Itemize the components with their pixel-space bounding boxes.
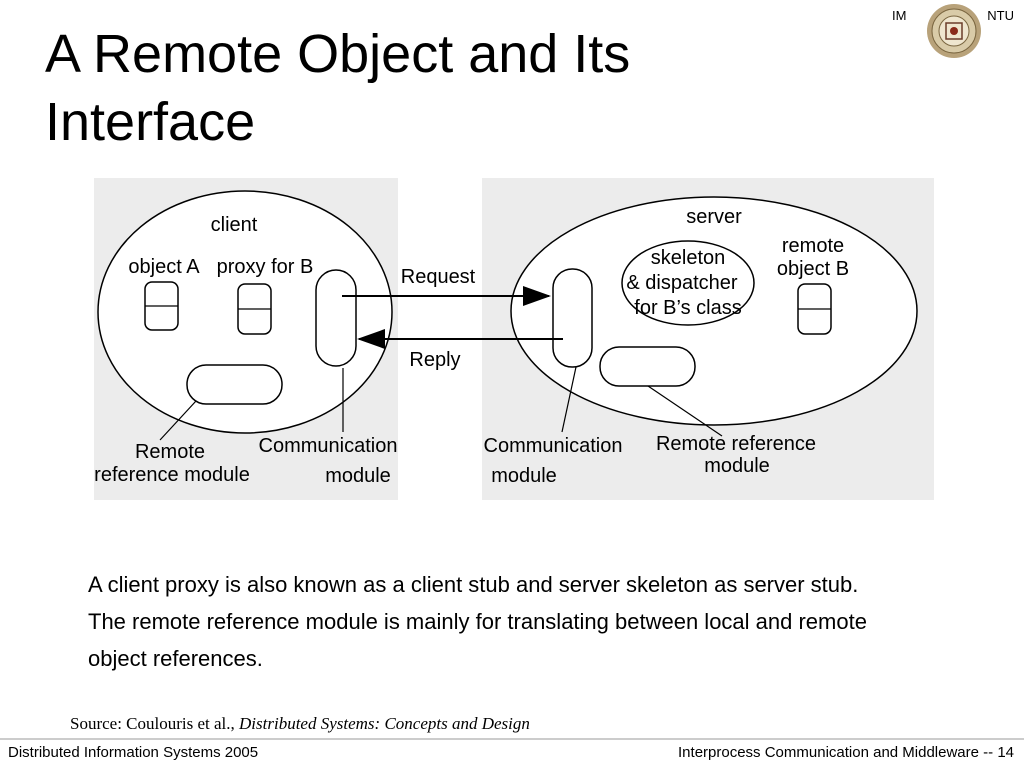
caption-line-2: The remote reference module is mainly fo…: [88, 609, 867, 634]
title-line-2: Interface: [45, 92, 256, 152]
skeleton-label-line2: & dispatcher: [626, 272, 738, 294]
client-rrm-label-line1: Remote: [135, 441, 205, 463]
source-citation: Source: Coulouris et al., Distributed Sy…: [70, 714, 530, 734]
footer-divider: [0, 738, 1024, 740]
client-comm-label-line2: module: [325, 465, 391, 487]
server-rrm-label-line2: module: [704, 455, 770, 477]
proxy-b-label: proxy for B: [217, 256, 314, 278]
server-label: server: [686, 206, 742, 228]
slide-caption: A client proxy is also known as a client…: [88, 566, 1008, 677]
server-communication-module-shape: [552, 268, 593, 368]
university-seal-icon: [927, 4, 981, 58]
remote-object-b-label-line2: object B: [777, 258, 849, 280]
header-badge: IM NTU: [890, 3, 1014, 63]
reply-label: Reply: [409, 349, 460, 371]
server-rrm-leader-line: [647, 385, 723, 437]
skeleton-label-line1: skeleton: [651, 247, 726, 269]
object-a-label: object A: [128, 256, 200, 278]
client-communication-module-shape: [315, 269, 357, 367]
badge-im-label: IM: [892, 8, 907, 23]
server-rrm-label-line1: Remote reference: [656, 433, 816, 455]
footer-slide-info: Interprocess Communication and Middlewar…: [678, 744, 1014, 761]
remote-object-b-label-line1: remote: [782, 235, 844, 257]
title-line-1: A Remote Object and Its: [45, 24, 631, 84]
object-a-shape: [144, 281, 179, 331]
client-label: client: [211, 214, 258, 236]
skeleton-label-line3: for B’s class: [634, 297, 741, 319]
server-comm-label-line1: Communication: [484, 435, 623, 457]
badge-ntu-label: NTU: [987, 8, 1014, 23]
server-comm-leader-line: [561, 366, 577, 433]
client-rrm-label-line2: reference module: [94, 464, 250, 486]
client-remote-reference-module-shape: [186, 364, 283, 405]
source-prefix: Source: Coulouris et al.,: [70, 714, 240, 733]
source-book-title: Distributed Systems: Concepts and Design: [239, 714, 530, 733]
proxy-b-shape: [237, 283, 272, 335]
caption-line-1: A client proxy is also known as a client…: [88, 572, 859, 597]
server-remote-reference-module-shape: [599, 346, 696, 387]
remote-object-b-shape: [797, 283, 832, 335]
server-comm-label-line2: module: [491, 465, 557, 487]
skeleton-dispatcher-shape: [621, 240, 755, 326]
slide-title: A Remote Object and Its Interface: [45, 20, 825, 156]
client-comm-label-line1: Communication: [259, 435, 398, 457]
client-rrm-leader-line: [159, 400, 197, 441]
footer-course-title: Distributed Information Systems 2005: [8, 744, 259, 761]
caption-line-3: object references.: [88, 646, 263, 671]
request-label: Request: [401, 266, 476, 288]
